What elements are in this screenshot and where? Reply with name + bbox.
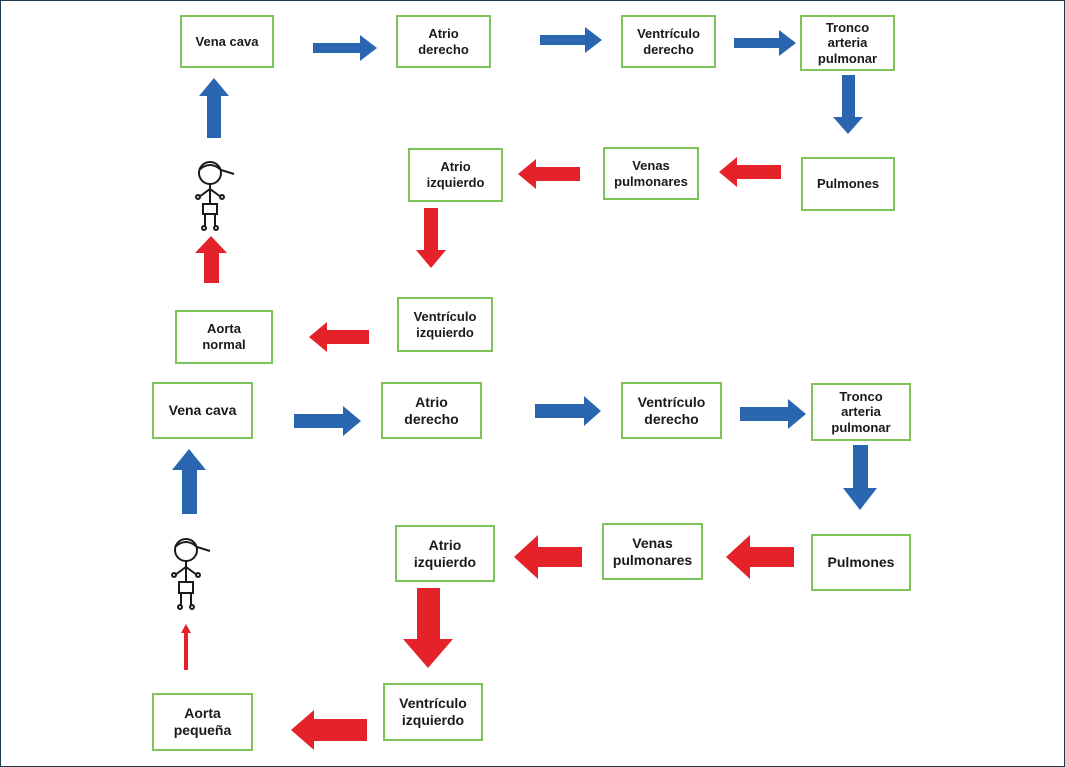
node-line: Venas — [632, 534, 673, 551]
node-line: pulmonar — [817, 50, 878, 66]
figure-arms — [198, 187, 222, 198]
node-line: izquierdo — [401, 712, 465, 728]
node-line: derecho — [404, 410, 459, 427]
arrow-left-icon — [518, 159, 580, 189]
node-line: izquierdo — [413, 553, 477, 570]
arrow-up-icon — [181, 624, 191, 670]
arrow-right-icon — [734, 30, 796, 56]
arrow-left-icon — [309, 322, 369, 352]
figure-foot — [213, 225, 219, 231]
arrow-down-icon — [843, 445, 877, 510]
arrow-left-icon — [719, 157, 781, 187]
figure-foot — [177, 604, 183, 610]
arrow-left-icon — [726, 535, 794, 579]
arrow-right-icon — [740, 399, 806, 429]
node-line: pulmonares — [614, 173, 688, 189]
node-line: pulmonar — [831, 419, 891, 435]
node-line: Pulmones — [816, 176, 880, 192]
arrow-right-icon — [294, 406, 361, 436]
figure-arms — [174, 565, 198, 576]
node-line: pequeña — [173, 722, 232, 738]
figure-hand — [195, 194, 201, 200]
arrow-up-icon — [172, 449, 206, 514]
arrow-right-icon — [535, 396, 601, 426]
figure-foot — [201, 225, 207, 231]
node-line: Ventrículo — [399, 695, 467, 712]
node-line: Ventrículo — [637, 25, 700, 41]
node-line: derecho — [643, 41, 694, 57]
node-line: Atrio — [440, 159, 471, 175]
node-line: Tronco — [825, 19, 870, 35]
node-line: Aorta — [207, 321, 241, 337]
figure-hand — [195, 572, 201, 578]
node-pulmones-bottom: Pulmones — [811, 534, 911, 591]
arrow-down-icon — [416, 208, 446, 268]
node-line: derecho — [644, 410, 699, 427]
node-vena-cava-bottom: Vena cava — [152, 382, 253, 439]
node-line: arteria — [841, 404, 881, 420]
node-line: Vena cava — [168, 402, 237, 419]
node-line: Atrio — [428, 536, 462, 553]
node-line: Ventrículo — [637, 393, 706, 410]
arrow-left-icon — [291, 710, 367, 750]
node-line: Ventrículo — [413, 308, 477, 324]
arrow-right-icon — [540, 27, 602, 53]
figure-shorts — [202, 203, 218, 215]
node-line: arteria — [827, 35, 868, 51]
node-pulmones-top: Pulmones — [801, 157, 895, 211]
node-line: Atrio — [428, 25, 459, 41]
node-line: Aorta — [184, 705, 221, 722]
arrow-left-icon — [514, 535, 582, 579]
figure-hand — [219, 194, 225, 200]
node-line: Atrio — [415, 393, 448, 410]
node-line: izquierdo — [426, 175, 485, 190]
figure-shorts — [178, 581, 194, 594]
figure-cap — [198, 164, 235, 175]
node-line: Pulmones — [827, 554, 895, 571]
figure-foot — [189, 604, 195, 610]
arrow-right-icon — [313, 35, 377, 61]
stick-figure-icon — [171, 538, 211, 610]
node-vena-cava-top: Vena cava — [180, 15, 274, 68]
node-line: Tronco — [839, 388, 883, 404]
node-line: izquierdo — [416, 324, 474, 340]
figure-hand — [171, 572, 177, 578]
stick-figure-icon — [195, 161, 235, 231]
arrow-up-icon — [199, 78, 229, 138]
node-line: Venas — [632, 157, 670, 173]
arrow-down-icon — [833, 75, 863, 134]
node-line: normal — [202, 337, 246, 352]
node-line: derecho — [418, 41, 469, 57]
node-line: Vena cava — [195, 33, 259, 49]
arrow-up-icon — [195, 236, 227, 283]
figure-cap — [174, 541, 211, 552]
arrow-down-icon — [403, 588, 453, 668]
node-line: pulmonares — [612, 551, 693, 568]
